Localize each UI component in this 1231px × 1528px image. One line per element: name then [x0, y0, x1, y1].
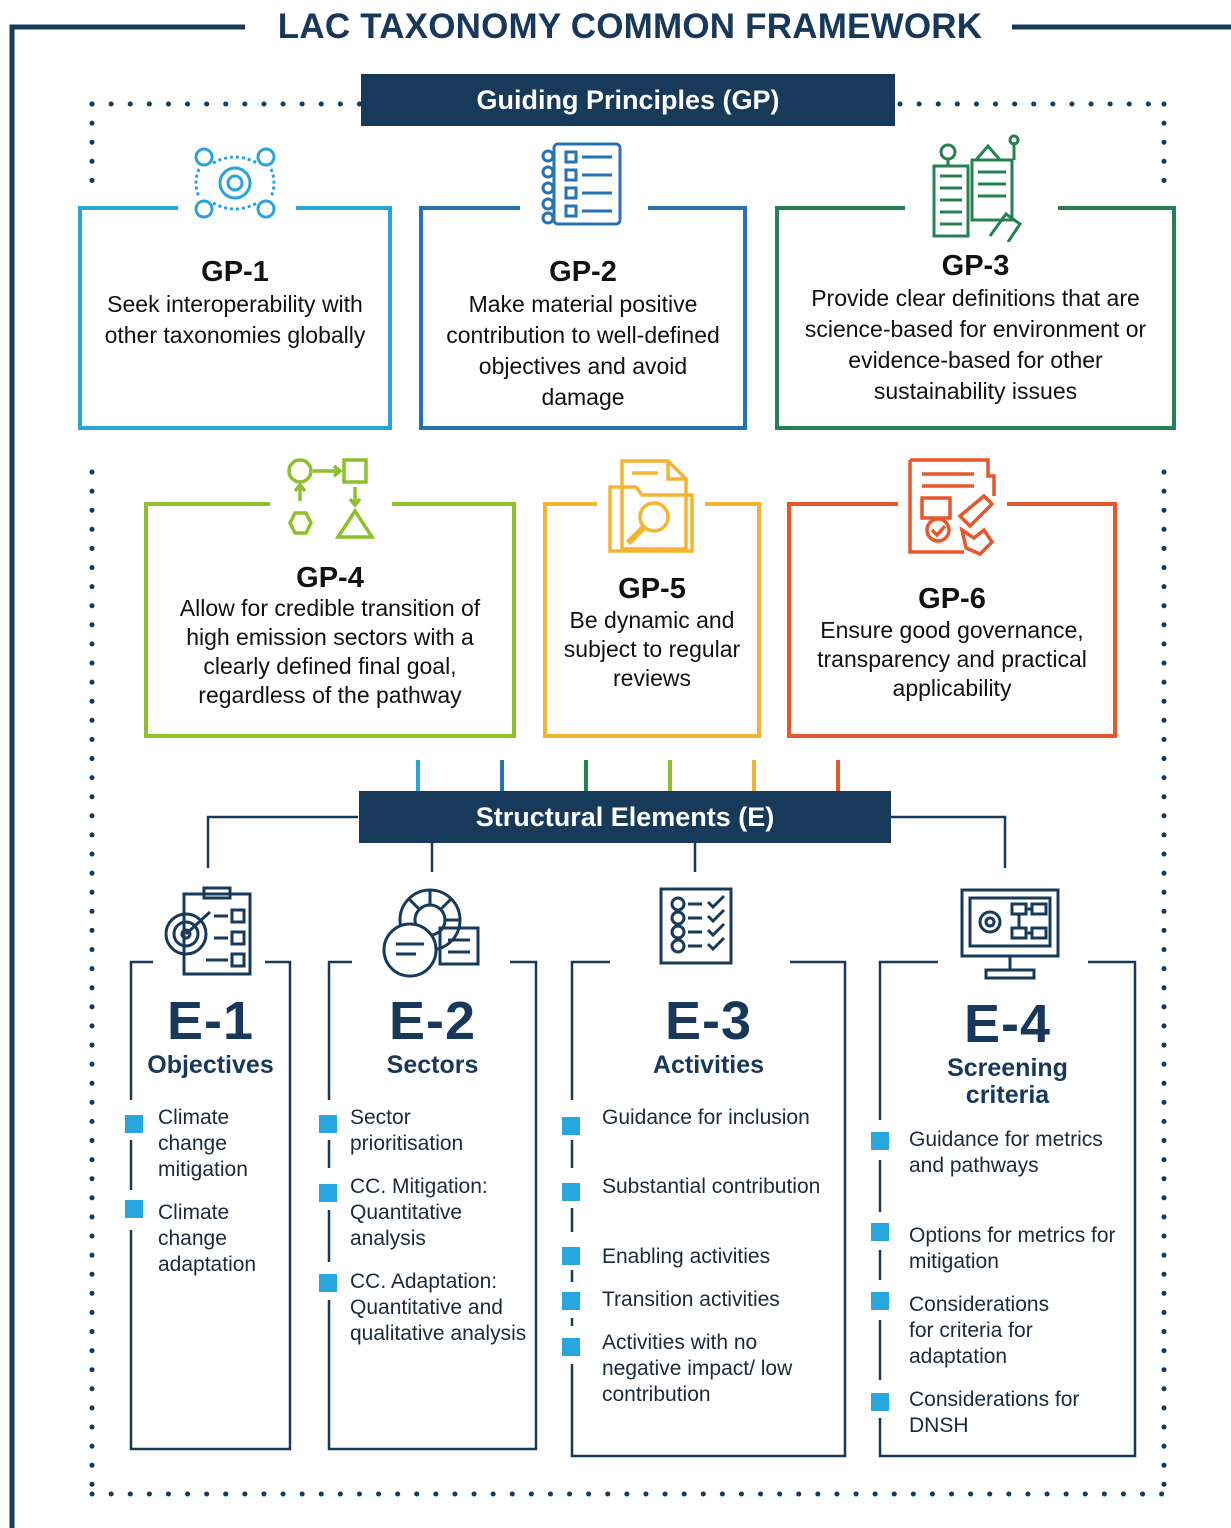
gp-5-title: GP-5 — [618, 573, 686, 605]
gp-3-text: Provide clear definitions that are scien… — [804, 285, 1147, 404]
gp-1-text: Seek interoperability with other taxonom… — [104, 291, 366, 348]
bullet-marker — [562, 1292, 580, 1310]
bullet-marker — [125, 1200, 143, 1218]
e-1-bullet-2: Climate change adaptation — [158, 1201, 257, 1276]
guiding-principles-banner: Guiding Principles (GP) — [361, 74, 895, 126]
bullet-marker — [562, 1247, 580, 1265]
e-3-name: Activities — [652, 1051, 765, 1079]
e-1-number: E-1 — [166, 991, 255, 1051]
gp-4-title: GP-4 — [296, 562, 364, 594]
e-3-bullet-3: Enabling activities — [602, 1245, 771, 1268]
e-3-number: E-3 — [664, 991, 753, 1051]
contract-signing-icon — [908, 458, 996, 557]
folder-search-icon — [608, 459, 694, 553]
gp-2-title: GP-2 — [549, 256, 617, 288]
checklist-items-icon — [659, 887, 733, 965]
e-1-bullet-1: Climate change mitigation — [158, 1106, 248, 1181]
gp-3-title: GP-3 — [941, 250, 1010, 282]
e-2-bullet-3: CC. Adaptation: Quantitative and qualita… — [350, 1270, 527, 1345]
monitor-workflow-icon — [960, 888, 1060, 980]
e-1-name: Objectives — [147, 1051, 274, 1079]
gp-5-text: Be dynamic and subject to regular review… — [563, 607, 741, 691]
bullet-marker — [562, 1117, 580, 1135]
checklist-icon — [541, 142, 622, 226]
framework-title: LAC TAXONOMY COMMON FRAMEWORK — [250, 4, 1010, 50]
e-4-name: Screening criteria — [947, 1054, 1068, 1109]
bullet-marker — [125, 1115, 143, 1133]
bullet-marker — [562, 1338, 580, 1356]
e-2-number: E-2 — [388, 991, 477, 1051]
structural-elements-banner: Structural Elements (E) — [359, 791, 891, 843]
bullet-marker — [871, 1132, 889, 1150]
gp-1-title: GP-1 — [201, 256, 269, 288]
e-2-bullet-2: CC. Mitigation: Quantitative analysis — [350, 1175, 488, 1250]
bullet-marker — [319, 1274, 337, 1292]
e-4-bullet-1: Guidance for metrics and pathways — [909, 1128, 1103, 1177]
e-4-bullet-2: Options for metrics for mitigation — [909, 1224, 1116, 1273]
e-3-bullet-5: Activities with no negative impact/ low … — [602, 1331, 793, 1406]
bullet-marker — [871, 1393, 889, 1411]
bullet-marker — [871, 1223, 889, 1241]
e-3-bullet-2: Substantial contribution — [602, 1175, 821, 1198]
e-2-name: Sectors — [386, 1051, 479, 1079]
e-4-number: E-4 — [963, 994, 1052, 1054]
city-buildings-icon — [932, 134, 1023, 242]
flow-shapes-icon — [287, 458, 376, 539]
bullet-marker — [871, 1292, 889, 1310]
bullet-marker — [319, 1115, 337, 1133]
e-3-bullet-1: Guidance for inclusion — [602, 1106, 810, 1129]
target-clipboard-icon — [164, 886, 252, 976]
e-2-bullet-1: Sector prioritisation — [350, 1106, 464, 1155]
interoperability-gears-icon — [194, 147, 276, 219]
gp-2-text: Make material positive contribution to w… — [446, 291, 720, 410]
gp-6-title: GP-6 — [918, 583, 986, 615]
e-4-bullet-3: Considerations for criteria for adaptati… — [909, 1293, 1050, 1368]
pie-chart-document-icon — [382, 888, 480, 978]
e-4-bullet-4: Considerations for DNSH — [909, 1388, 1080, 1437]
bullet-marker — [562, 1183, 580, 1201]
e-3-bullet-4: Transition activities — [602, 1288, 780, 1311]
gp-4-text: Allow for credible transition of high em… — [179, 595, 481, 708]
gp-6-text: Ensure good governance, transparency and… — [817, 617, 1087, 701]
bullet-marker — [319, 1184, 337, 1202]
